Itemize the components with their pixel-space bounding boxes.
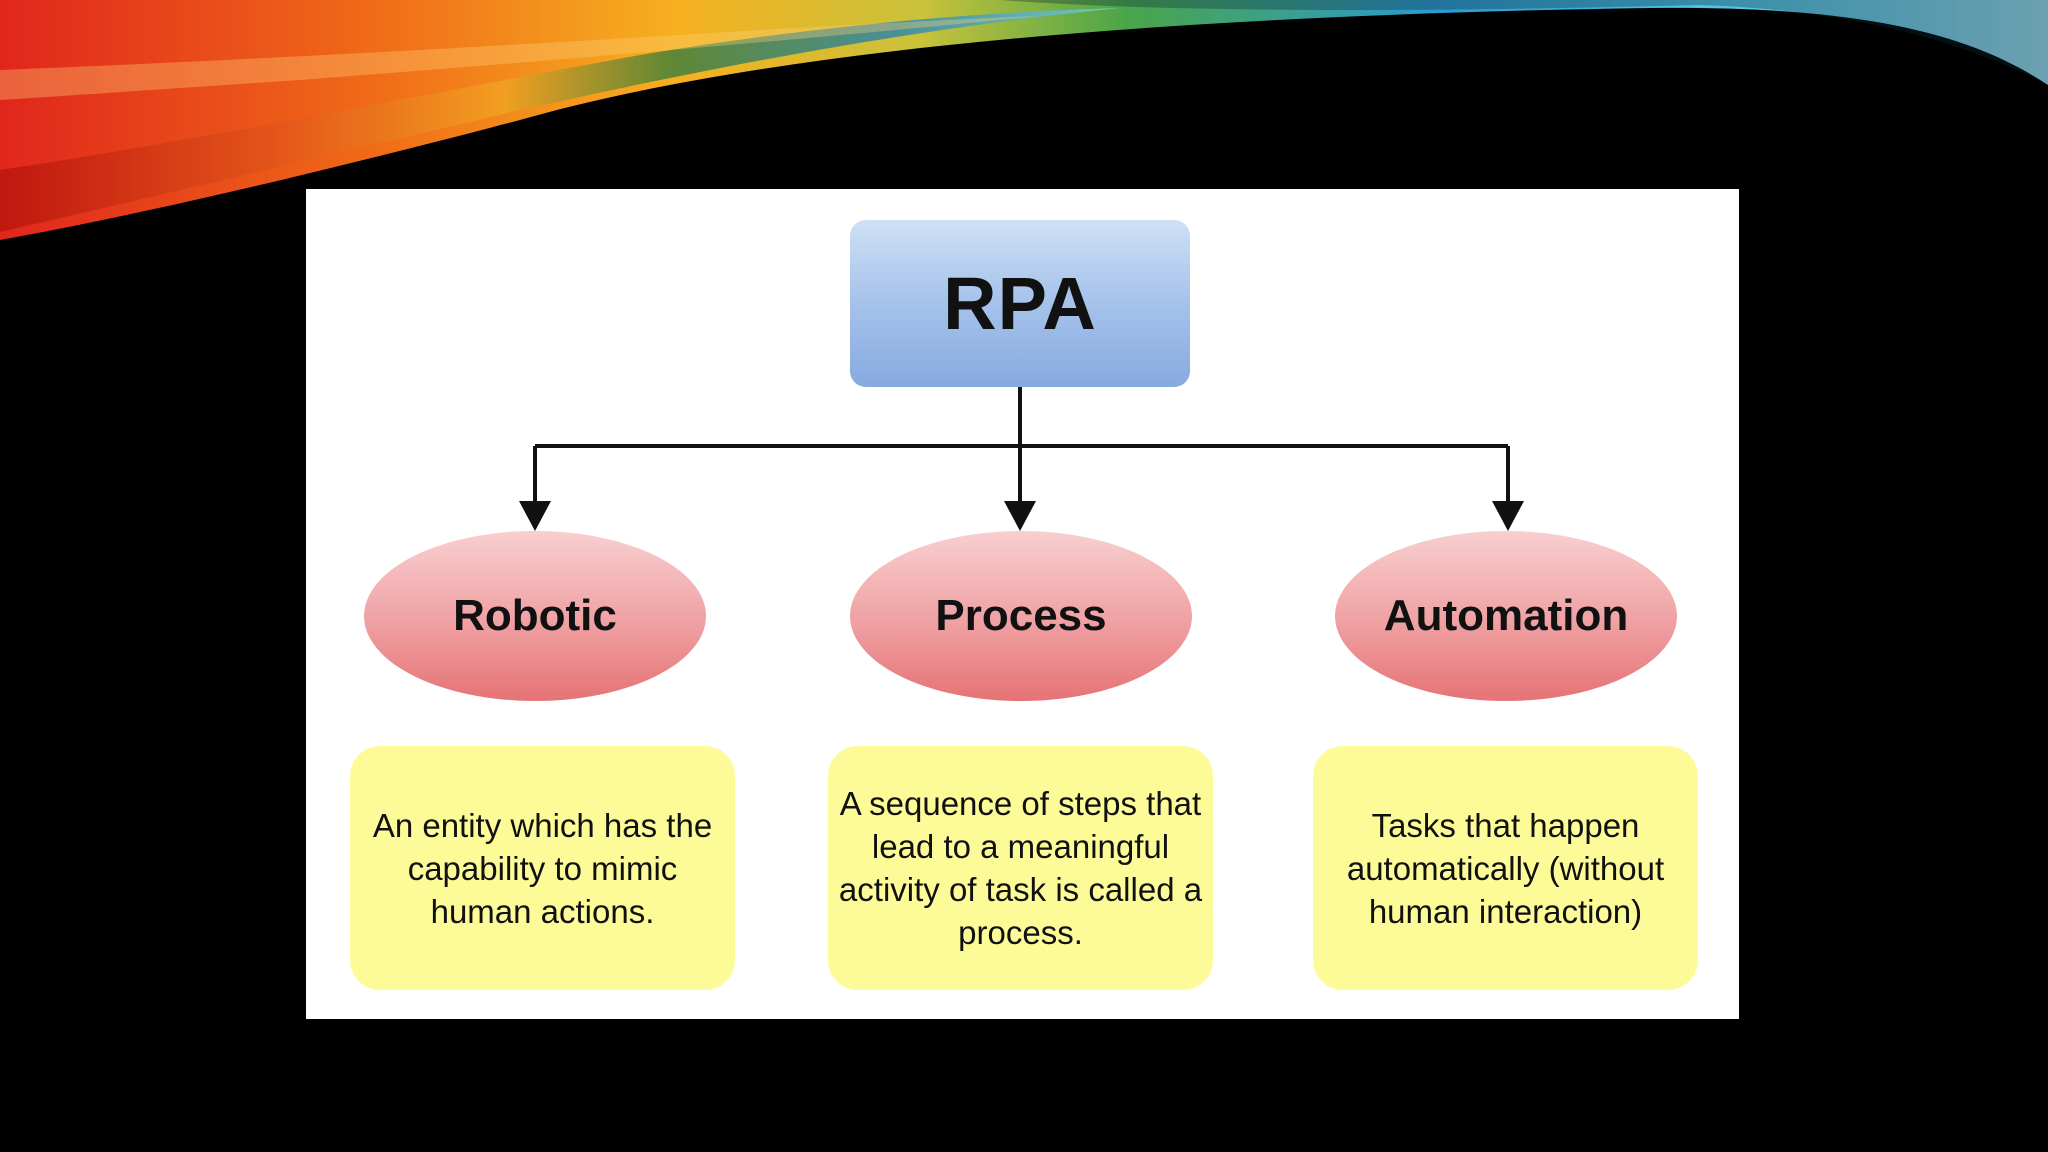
node-automation-label: Automation	[1383, 591, 1629, 640]
diagram-panel: RPA Robotic Process Automation An entity…	[306, 189, 1739, 1019]
arrowhead-robotic	[519, 501, 551, 531]
node-automation: Automation	[1335, 531, 1677, 701]
node-process-label: Process	[935, 591, 1107, 640]
connector-lines	[519, 387, 1524, 531]
note-process: A sequence of steps that lead to a meani…	[828, 746, 1213, 990]
arrowhead-automation	[1492, 501, 1524, 531]
note-robotic-text: An entity which has the capability to mi…	[372, 806, 713, 930]
note-robotic: An entity which has the capability to mi…	[350, 746, 735, 990]
arrowhead-process	[1004, 501, 1036, 531]
node-robotic-label: Robotic	[453, 591, 617, 640]
node-process: Process	[850, 531, 1192, 701]
note-process-text: A sequence of steps that lead to a meani…	[838, 785, 1203, 951]
root-node-rpa: RPA	[850, 220, 1190, 387]
node-robotic: Robotic	[364, 531, 706, 701]
note-automation: Tasks that happen automatically (without…	[1313, 746, 1698, 990]
root-node-label: RPA	[943, 262, 1097, 345]
note-automation-text: Tasks that happen automatically (without…	[1346, 806, 1665, 930]
decorative-rainbow-swoosh	[0, 0, 2048, 240]
